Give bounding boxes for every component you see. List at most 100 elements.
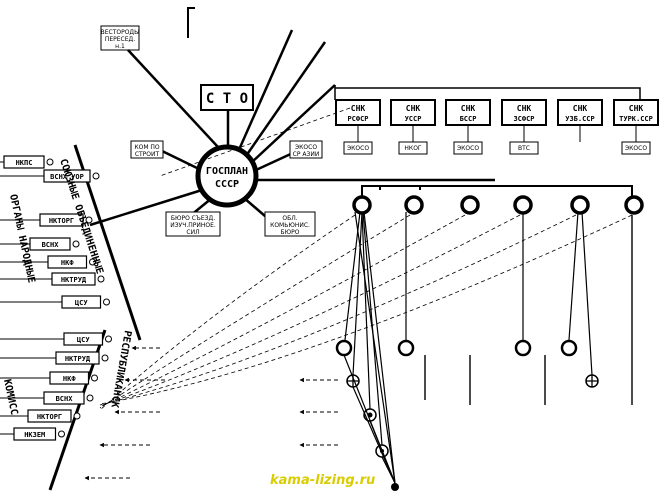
union-organ-box: НКФ bbox=[0, 255, 96, 269]
snk-box: СНК ТУРК.ССР ЭКОСО bbox=[613, 99, 659, 155]
terminal-dot-icon bbox=[391, 483, 399, 491]
union-organ-label: НКТОРГ bbox=[49, 217, 74, 225]
node-circle-icon bbox=[103, 298, 110, 306]
republic-organ-box: ЦСУ bbox=[0, 332, 112, 346]
label-republic: РЕСПУБЛИКАНСК bbox=[108, 329, 132, 408]
node-circle-icon bbox=[46, 158, 54, 166]
svg-text:СССР: СССР bbox=[215, 179, 239, 190]
svg-text:СТРОИТ: СТРОИТ bbox=[135, 151, 160, 158]
node-circle-icon bbox=[513, 195, 533, 215]
snk-title: СНК bbox=[406, 104, 421, 113]
svg-text:ПЕРЕСЕД.: ПЕРЕСЕД. bbox=[105, 36, 135, 43]
svg-text:С Т О: С Т О bbox=[206, 91, 248, 107]
snk-title: СНК bbox=[461, 104, 476, 113]
republic-bus bbox=[361, 185, 633, 203]
snk-subtitle: ТУРК.ССР bbox=[619, 115, 653, 123]
union-organs: НКПС ВСНХ УОР НКТОРГ ВСНХ НКФ НКТРУД ЦСУ bbox=[0, 155, 110, 309]
republic-organs: ЦСУ НКТРУД НКФ ВСНХ НКТОРГ НКЗЕМ bbox=[0, 332, 112, 441]
republic-organ-label: ЦСУ bbox=[77, 336, 90, 344]
svg-text:ВЕСТОРОДЫ: ВЕСТОРОДЫ bbox=[101, 29, 140, 36]
republic-organ-box: НКТРУД bbox=[0, 351, 109, 365]
snk-title: СНК bbox=[629, 104, 644, 113]
node-circle-icon bbox=[86, 394, 94, 402]
union-organ-label: НКПС bbox=[16, 159, 33, 167]
union-organ-label: НКФ bbox=[61, 259, 74, 267]
sto-box: С Т О bbox=[200, 84, 254, 111]
node-circle-icon bbox=[89, 258, 96, 266]
snk-subtitle: УССР bbox=[405, 115, 422, 123]
union-organ-box: НКПС bbox=[0, 155, 54, 169]
snk-title: СНК bbox=[573, 104, 588, 113]
node-circle-icon bbox=[73, 412, 81, 420]
node-circle-icon bbox=[92, 172, 100, 180]
label-komis: КОМИСС bbox=[1, 378, 19, 416]
republic-organ-label: НКЗЕМ bbox=[24, 431, 45, 439]
svg-text:ЭКОСО: ЭКОСО bbox=[295, 144, 317, 151]
snk-box: СНК БССР ЭКОСО bbox=[445, 99, 491, 155]
republic-organ-box: ВСНХ bbox=[0, 391, 94, 405]
svg-text:ИЗУЧ.ПРИНОЕ.: ИЗУЧ.ПРИНОЕ. bbox=[170, 222, 216, 229]
node-circle-icon bbox=[624, 195, 644, 215]
svg-text:н.1: н.1 bbox=[115, 43, 125, 50]
bracket-mark bbox=[187, 7, 195, 38]
union-organ-box: ВСНХ УОР bbox=[0, 169, 100, 183]
snk-box: СНК УССР НКОГ bbox=[390, 99, 436, 155]
republic-nodes bbox=[352, 195, 644, 215]
rsfsr-links bbox=[343, 211, 593, 484]
snk-subunit: НКОГ bbox=[404, 145, 421, 152]
republic-organ-box: НКЗЕМ bbox=[0, 427, 65, 441]
snk-subunit: ЭКОСО bbox=[347, 145, 369, 152]
node-circle-icon bbox=[560, 339, 578, 357]
republic-organ-label: НКТРУД bbox=[65, 355, 91, 363]
lower-nodes bbox=[335, 339, 599, 491]
snk-box: СНК УЗБ.ССР bbox=[557, 99, 603, 142]
satellite-kom-stroy: КОМ ПО СТРОИТ bbox=[130, 140, 164, 159]
union-organ-label: НКТРУД bbox=[61, 276, 87, 284]
node-circle-icon bbox=[335, 339, 353, 357]
node-circle-icon bbox=[97, 275, 105, 283]
node-circle-icon bbox=[570, 195, 590, 215]
republic-organ-label: ВСНХ bbox=[56, 395, 74, 403]
top-note: ВЕСТОРОДЫ ПЕРЕСЕД. н.1 bbox=[100, 25, 140, 51]
republic-organ-label: НКТОРГ bbox=[37, 413, 62, 421]
union-organ-box: НКТРУД bbox=[0, 272, 105, 286]
snk-subunit: ЭКОСО bbox=[457, 145, 479, 152]
watermark-text: kama-lizing.ru bbox=[270, 473, 375, 488]
union-organ-label: ВСНХ bbox=[42, 241, 60, 249]
republic-organ-box: НКФ bbox=[0, 371, 98, 385]
svg-text:ОБЛ.: ОБЛ. bbox=[282, 215, 297, 222]
snk-subunit: ВТС bbox=[518, 145, 530, 152]
satellite-obl-buro: ОБЛ. КОМЬЮНИС. БЮРО bbox=[264, 211, 316, 237]
snk-subtitle: БССР bbox=[460, 115, 477, 123]
union-organ-label: ВСНХ УОР bbox=[50, 173, 84, 181]
snk-subunit: ЭКОСО bbox=[625, 145, 647, 152]
snk-subtitle: УЗБ.ССР bbox=[565, 115, 595, 123]
node-circle-icon bbox=[404, 195, 424, 215]
node-circle-icon bbox=[460, 195, 480, 215]
snk-header-bracket bbox=[334, 85, 641, 100]
republic-organ-box: НКТОРГ bbox=[0, 409, 81, 423]
union-organ-box: ЦСУ bbox=[0, 295, 110, 309]
union-organ-box: НКТОРГ bbox=[0, 213, 93, 227]
node-circle-icon bbox=[91, 374, 98, 382]
node-circle-icon bbox=[352, 195, 372, 215]
svg-text:БЮРО: БЮРО bbox=[281, 229, 300, 236]
node-circle-icon bbox=[105, 335, 112, 343]
republic-organ-label: НКФ bbox=[63, 375, 76, 383]
node-circle-icon bbox=[58, 430, 65, 438]
node-circle-icon bbox=[85, 216, 93, 224]
snk-title: СНК bbox=[517, 104, 532, 113]
union-organ-box: ВСНХ bbox=[0, 237, 80, 251]
gosplan-center: ГОСПЛАН СССР bbox=[195, 144, 259, 208]
satellite-buro-sezd: БЮРО СЪЕЗД. ИЗУЧ.ПРИНОЕ. СИЛ bbox=[165, 211, 221, 237]
cross-circle-icon bbox=[585, 374, 599, 388]
node-circle-icon bbox=[514, 339, 532, 357]
node-circle-icon bbox=[101, 354, 109, 362]
snk-title: СНК bbox=[351, 104, 366, 113]
snk-subtitle: РСФСР bbox=[347, 115, 368, 123]
snk-box: СНК РСФСР ЭКОСО bbox=[335, 99, 381, 155]
node-circle-icon bbox=[72, 240, 80, 248]
snk-row: СНК РСФСР ЭКОСО СНК УССР НКОГ СНК БССР ЭКОСО СНКЗ… bbox=[335, 99, 659, 155]
